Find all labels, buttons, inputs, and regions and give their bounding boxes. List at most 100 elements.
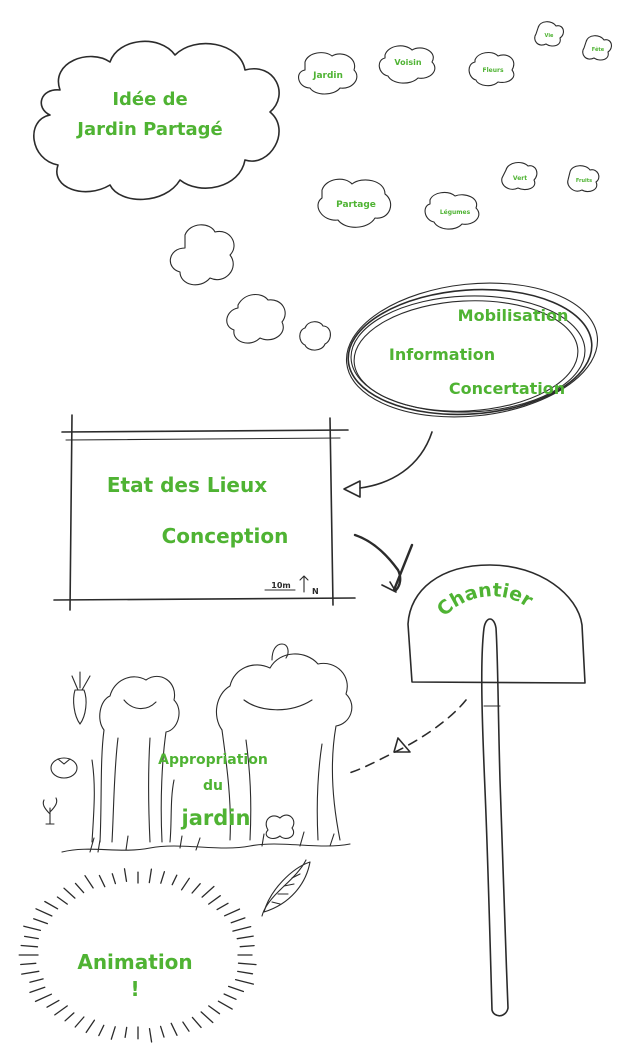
tree-left-icon xyxy=(91,675,180,843)
burst-tick xyxy=(123,868,128,883)
burst-tick xyxy=(201,885,215,898)
site-plan: Etat des Lieux Conception 10m N xyxy=(53,414,356,611)
idea-cloud: Idée de Jardin Partagé xyxy=(33,40,280,201)
burst-tick xyxy=(44,900,59,910)
burst-tick xyxy=(34,993,53,1003)
word-partage: Partage xyxy=(336,200,376,210)
arrow-to-garden xyxy=(345,699,467,775)
word-cloud-vert: Vert xyxy=(501,161,538,191)
burst-tick xyxy=(74,1016,85,1028)
burst-tick xyxy=(160,871,166,884)
scale-label: 10m xyxy=(271,581,290,590)
mobilisation-label: Mobilisation xyxy=(458,306,569,325)
burst-tick xyxy=(182,1021,190,1032)
animation-label: Animation xyxy=(77,950,192,974)
burst-tick xyxy=(33,918,49,925)
burst-tick xyxy=(29,986,46,994)
thought-bubbles xyxy=(169,224,331,351)
burst-tick xyxy=(230,917,246,924)
burst-tick xyxy=(54,1005,68,1016)
arrow-to-plan xyxy=(343,431,433,498)
word-cloud-fruits: Fruits xyxy=(567,165,600,193)
information-label: Information xyxy=(389,345,495,364)
etat-des-lieux-label: Etat des Lieux xyxy=(107,473,267,497)
burst-tick xyxy=(23,925,42,932)
scale-bar: 10m xyxy=(264,581,296,591)
burst-tick xyxy=(98,1024,105,1037)
word-voisin: Voisin xyxy=(394,58,421,67)
shovel-icon: Chantier xyxy=(407,564,586,1017)
concertation-label: Concertation xyxy=(449,379,565,398)
burst-tick xyxy=(234,978,255,985)
burst-tick xyxy=(23,935,39,940)
burst-tick xyxy=(208,1005,221,1015)
word-cloud-jardin: Jardin xyxy=(298,52,358,95)
animation-burst: Animation ! xyxy=(18,868,257,1043)
tree-right-icon xyxy=(215,643,353,841)
word-cloud-partage: Partage xyxy=(317,178,392,228)
pickaxe-icon xyxy=(353,533,414,593)
burst-tick xyxy=(148,1027,153,1043)
burst-tick xyxy=(191,883,201,894)
burst-tick xyxy=(223,908,241,917)
word-cloud-voisin: Voisin xyxy=(378,45,436,84)
burst-tick xyxy=(29,978,44,983)
word-cloud-legumes: Légumes xyxy=(424,191,480,230)
burst-tick xyxy=(85,1019,96,1034)
word-cloud-fete: Fête xyxy=(582,35,613,61)
burst-tick xyxy=(216,902,229,911)
plant-icon xyxy=(42,797,58,825)
word-cloud-vie: Vie xyxy=(534,21,565,47)
burst-tick xyxy=(232,925,252,932)
garden-sketch: Appropriation du jardin xyxy=(42,643,353,853)
burst-tick xyxy=(237,970,254,975)
carrot-icon xyxy=(71,671,91,725)
jardin-label: jardin xyxy=(181,806,251,830)
burst-tick xyxy=(170,1022,178,1036)
word-vie: Vie xyxy=(545,33,554,39)
animation-exclamation: ! xyxy=(130,977,139,1001)
burst-tick xyxy=(180,877,190,891)
north-label: N xyxy=(312,587,319,596)
burst-tick xyxy=(21,970,40,975)
burst-tick xyxy=(159,1025,165,1038)
burst-tick xyxy=(74,882,85,894)
burst-tick xyxy=(56,896,68,905)
burst-tick xyxy=(110,1026,116,1040)
burst-tick xyxy=(223,993,237,1000)
idea-cloud-line1: Idée de xyxy=(112,89,187,110)
appropriation-label: Appropriation xyxy=(158,752,268,768)
burst-tick xyxy=(239,944,255,948)
burst-tick xyxy=(217,1000,233,1010)
burst-tick xyxy=(111,873,117,885)
burst-tick xyxy=(63,887,76,899)
burst-tick xyxy=(200,1011,214,1024)
burst-tick xyxy=(35,908,53,917)
idea-cloud-line2: Jardin Partagé xyxy=(75,119,222,140)
word-fleurs: Fleurs xyxy=(482,67,503,74)
north-arrow: N xyxy=(299,575,319,596)
burst-tick xyxy=(236,935,254,940)
grass-ground xyxy=(61,814,351,853)
word-cloud-fleurs: Fleurs xyxy=(468,51,515,87)
tomato-icon xyxy=(50,757,78,779)
burst-tick xyxy=(64,1012,75,1022)
burst-tick xyxy=(208,895,221,905)
burst-tick xyxy=(191,1016,202,1029)
du-label: du xyxy=(203,778,223,794)
burst-tick xyxy=(148,868,153,884)
chantier-label: Chantier xyxy=(433,579,538,621)
leaf-icon xyxy=(261,859,311,917)
burst-tick xyxy=(227,985,245,993)
burst-tick xyxy=(20,962,37,966)
conception-label: Conception xyxy=(162,524,289,548)
burst-tick xyxy=(20,944,39,948)
burst-tick xyxy=(84,875,94,889)
burst-tick xyxy=(237,962,257,966)
word-fruits: Fruits xyxy=(576,178,592,184)
word-fete: Fête xyxy=(592,46,605,53)
word-vert: Vert xyxy=(513,175,527,182)
burst-tick xyxy=(171,874,178,886)
burst-ticks xyxy=(18,868,257,1043)
